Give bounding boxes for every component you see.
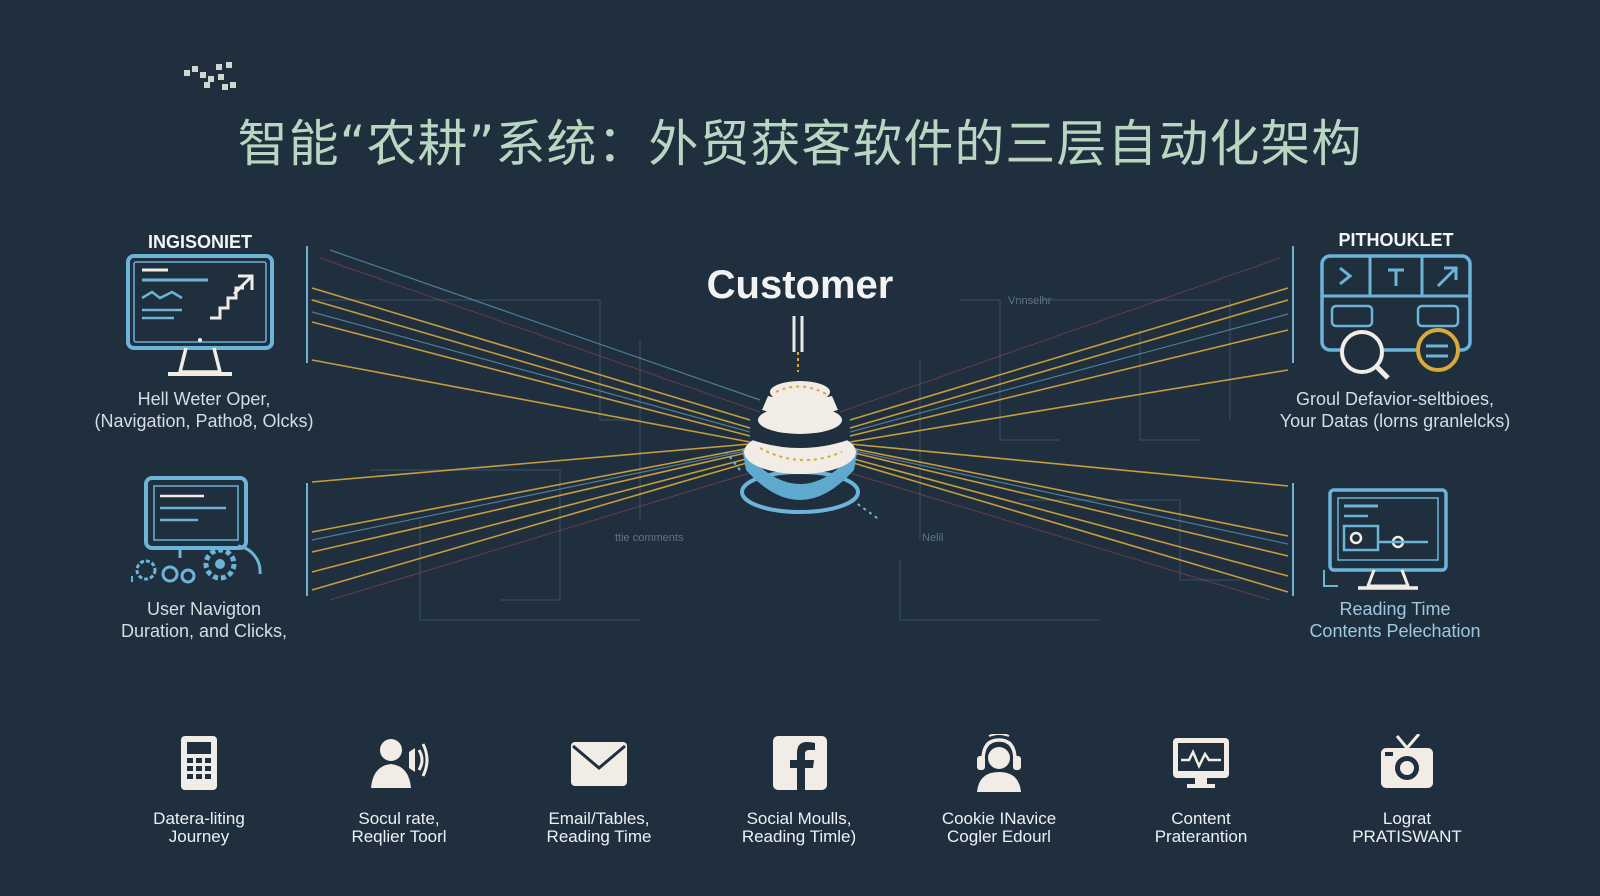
label-line: Reading Timle)	[741, 827, 857, 846]
bottom-item-label: Socul rate, Reqlier Toorl	[314, 810, 484, 846]
node-title-top-right: PITHOUKLET	[1338, 230, 1454, 250]
bottom-item-envelope: Email/Tables, Reading Time	[514, 734, 684, 846]
bottom-item-label: Email/Tables, Reading Time	[514, 810, 684, 846]
caption-line: Your Datas (lorns granlelcks)	[1279, 411, 1511, 431]
rays-left	[311, 287, 751, 591]
circuit-background	[310, 299, 1240, 621]
label-line: Journey	[168, 827, 230, 846]
bg-label: Nelil	[922, 532, 944, 544]
facebook-icon	[773, 736, 827, 790]
label-line: Social Moulls,	[746, 809, 852, 828]
caption-line: Contents Pelechation	[1309, 621, 1481, 641]
caption-line: Groul Defavior-seltbioes,	[1295, 389, 1495, 409]
bottom-item-headset-user: Cookie INavice Cogler Edourl	[914, 733, 1084, 846]
node-caption-top-left: Hell Weter Oper, (Navigation, Patho8, Ol…	[54, 388, 354, 432]
node-caption-top-right: Groul Defavior-seltbioes, Your Datas (lo…	[1220, 388, 1570, 432]
customer-funnel-icon	[725, 316, 881, 521]
logo-mark-icon	[184, 62, 236, 90]
caption-line: (Navigation, Patho8, Olcks)	[94, 411, 314, 431]
bottom-item-label: Cookie INavice Cogler Edourl	[914, 810, 1084, 846]
bottom-item-retro-tv: Lograt PRATISWANT	[1322, 733, 1492, 846]
label-line: Email/Tables,	[548, 809, 650, 828]
headset-user-icon	[977, 733, 1021, 792]
rays-right	[849, 287, 1289, 593]
envelope-icon	[571, 742, 627, 786]
bottom-item-label: Social Moulls, Reading Timle)	[714, 810, 884, 846]
bottom-item-label: Content Praterantion	[1116, 810, 1286, 846]
label-line: Reading Time	[546, 827, 652, 846]
label-line: Lograt	[1382, 809, 1432, 828]
bottom-item-facebook: Social Moulls, Reading Timle)	[714, 734, 884, 846]
calculator-icon	[181, 736, 217, 790]
label-line: Socul rate,	[358, 809, 440, 828]
label-line: Content	[1171, 809, 1231, 828]
dashboard-search-icon	[1320, 254, 1472, 380]
label-line: Reqlier Toorl	[351, 827, 447, 846]
user-speaker-icon	[371, 739, 429, 788]
bottom-item-label: Lograt PRATISWANT	[1322, 810, 1492, 846]
label-line: Cookie INavice	[941, 809, 1057, 828]
bottom-item-user-speaker: Socul rate, Reqlier Toorl	[314, 734, 484, 846]
divider-lines	[306, 246, 1294, 596]
bg-label: Vnnselhr	[1008, 295, 1052, 307]
node-caption-bottom-left: User Navigton Duration, and Clicks,	[54, 598, 354, 642]
center-label: Customer	[706, 263, 894, 307]
label-line: PRATISWANT	[1352, 827, 1462, 846]
analytics-monitor-icon	[126, 254, 274, 376]
caption-line: Hell Weter Oper,	[137, 389, 271, 409]
bg-label: ttie comments	[615, 532, 684, 544]
bottom-item-calculator: Datera-liting Journey	[114, 734, 284, 846]
monitor-gears-icon	[131, 476, 262, 584]
label-line: Praterantion	[1154, 827, 1248, 846]
caption-line: Reading Time	[1339, 599, 1451, 619]
retro-tv-icon	[1381, 733, 1433, 788]
caption-line: Duration, and Clicks,	[120, 621, 288, 641]
bottom-item-label: Datera-liting Journey	[114, 810, 284, 846]
label-line: Datera-liting	[153, 809, 245, 828]
page-title: 智能“农耕”系统：外贸获客软件的三层自动化架构	[237, 115, 1363, 173]
caption-line: User Navigton	[146, 599, 262, 619]
monitor-chart-icon	[1323, 488, 1448, 590]
monitor-pulse-icon	[1173, 738, 1229, 788]
label-line: Cogler Edourl	[947, 827, 1051, 846]
node-caption-bottom-right: Reading Time Contents Pelechation	[1230, 598, 1560, 642]
node-title-top-left: INGISONIET	[147, 232, 252, 252]
bottom-item-monitor-pulse: Content Praterantion	[1116, 734, 1286, 846]
